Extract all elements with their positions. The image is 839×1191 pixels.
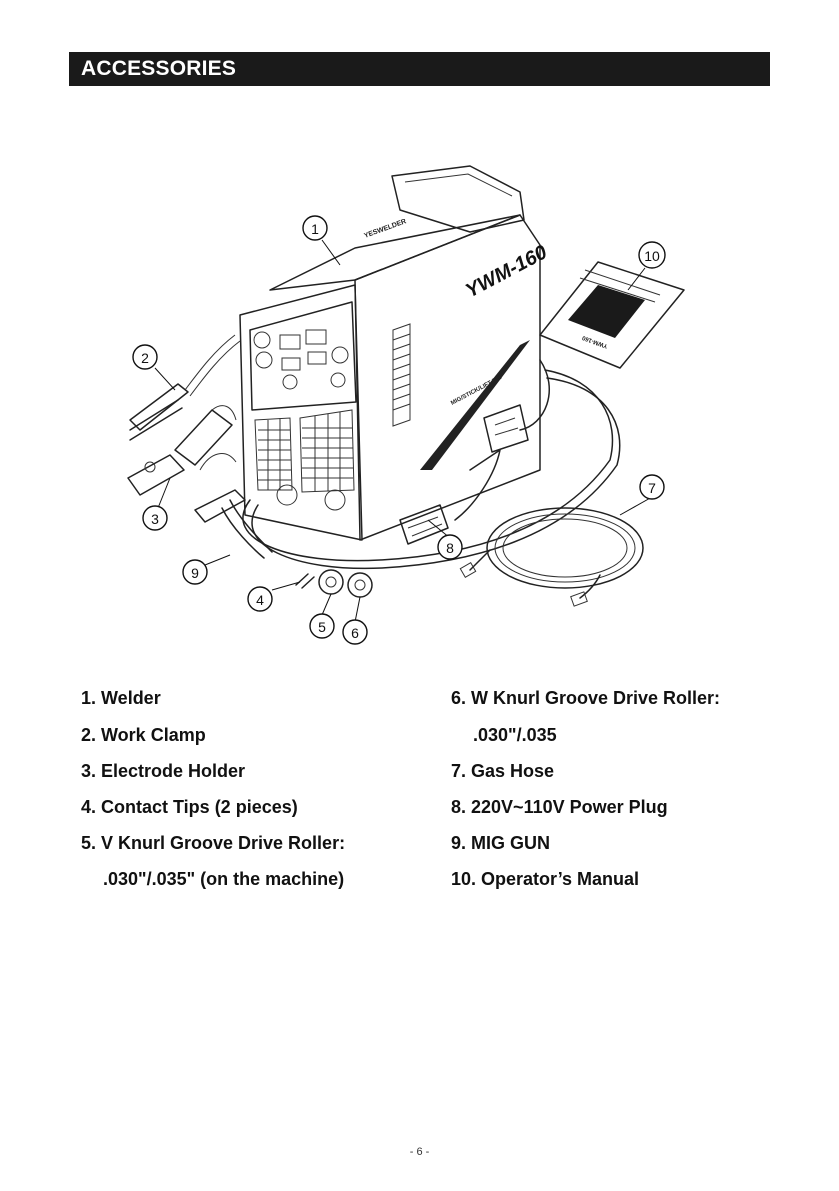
- callout-10: 10: [638, 241, 666, 269]
- manual-cover-title: YWM-160: [581, 334, 609, 349]
- callout-7: 7: [639, 474, 665, 500]
- svg-text:5: 5: [318, 619, 326, 635]
- svg-text:6: 6: [351, 625, 359, 641]
- callout-9: 9: [182, 559, 208, 585]
- callout-3: 3: [142, 505, 168, 531]
- svg-text:1: 1: [311, 221, 319, 237]
- power-plug-drawing: [399, 449, 501, 545]
- svg-text:4: 4: [256, 592, 264, 608]
- page-number: - 6 -: [409, 1146, 430, 1158]
- accessory-item-2: 2. Work Clamp: [81, 725, 206, 745]
- model-label: YWM-160: [462, 241, 551, 302]
- callout-leaders: [154, 239, 653, 623]
- callout-5: 5: [309, 613, 335, 639]
- accessory-item-6: 6. W Knurl Groove Drive Roller:: [451, 688, 721, 708]
- work-clamp-drawing: [129, 334, 241, 441]
- callout-6: 6: [342, 619, 368, 645]
- svg-text:7: 7: [648, 480, 656, 496]
- accessory-item-6-detail: .030"/.035: [473, 725, 557, 745]
- svg-text:10: 10: [644, 248, 660, 264]
- accessories-illustration: YWM-160 MIG/STICK/LIFT TIG YESWELDER: [127, 165, 685, 645]
- callout-8: 8: [437, 534, 463, 560]
- callout-1: 1: [302, 215, 328, 241]
- accessory-item-4: 4. Contact Tips (2 pieces): [81, 797, 298, 817]
- manual-drawing: YWM-160: [539, 261, 685, 369]
- callout-2: 2: [132, 344, 158, 370]
- accessory-item-7: 7. Gas Hose: [451, 761, 555, 781]
- accessory-item-1: 1. Welder: [81, 688, 161, 708]
- section-title: ACCESSORIES: [81, 57, 237, 80]
- small-parts-drawing: [295, 569, 373, 598]
- callout-4: 4: [247, 586, 273, 612]
- brand-label: YESWELDER: [363, 218, 407, 240]
- gas-hose-drawing: [459, 507, 644, 607]
- welder-drawing: YWM-160 MIG/STICK/LIFT TIG YESWELDER: [239, 165, 551, 541]
- svg-text:8: 8: [446, 540, 454, 556]
- accessory-item-5-detail: .030"/.035" (on the machine): [103, 869, 345, 889]
- accessory-item-5: 5. V Knurl Groove Drive Roller:: [81, 833, 346, 853]
- svg-text:9: 9: [191, 565, 199, 581]
- electrode-holder-drawing: [127, 405, 237, 496]
- accessory-item-10: 10. Operator’s Manual: [451, 869, 640, 889]
- accessory-item-9: 9. MIG GUN: [451, 833, 551, 853]
- accessory-item-8: 8. 220V~110V Power Plug: [451, 797, 668, 817]
- svg-text:3: 3: [151, 511, 159, 527]
- section-header: ACCESSORIES: [69, 52, 770, 86]
- svg-text:2: 2: [141, 350, 149, 366]
- accessory-item-3: 3. Electrode Holder: [81, 761, 246, 781]
